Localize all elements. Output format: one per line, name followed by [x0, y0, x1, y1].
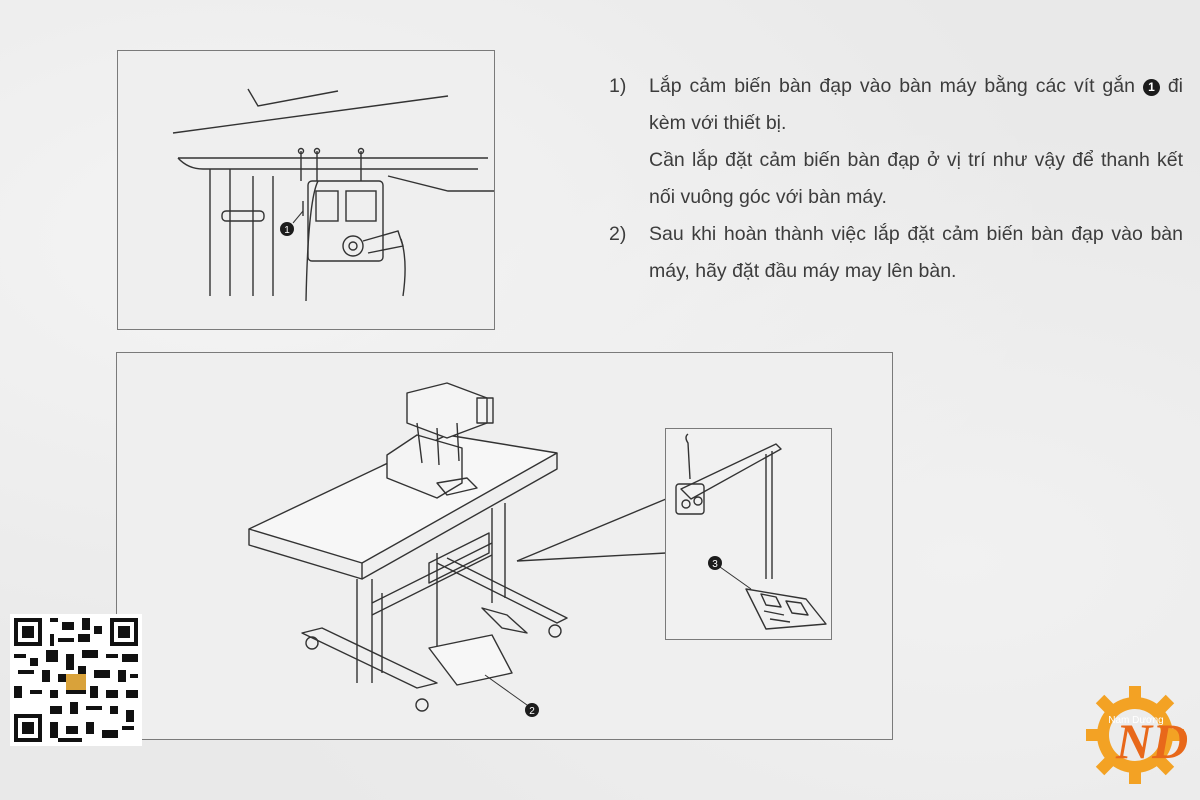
step-1-text-part-b: đi kèm với thiết bị.: [649, 75, 1184, 134]
callout-1-number: 1: [284, 225, 290, 236]
callout-1-badge: 1: [1142, 79, 1160, 96]
step-1-note: Cần lắp đặt cảm biến bàn đạp ở vị trí nh…: [649, 149, 1183, 208]
qr-code[interactable]: [10, 614, 142, 746]
step-2: 2) Sau khi hoàn thành việc lắp đặt cảm b…: [603, 216, 1183, 290]
figure-sensor-mounting: 1: [117, 50, 495, 330]
logo-brand-name: Nam Dương: [1108, 715, 1164, 726]
step-1-text-part-a: Lắp cảm biến bàn đạp vào bàn máy bằng cá…: [649, 75, 1135, 97]
callout-3-marker: 3: [708, 556, 752, 590]
callout-1-marker: 1: [280, 210, 304, 236]
callout-3-number: 3: [712, 559, 718, 570]
logo-letters: ND: [1115, 713, 1188, 769]
installation-instructions: 1) Lắp cảm biến bàn đạp vào bàn máy bằng…: [603, 68, 1183, 290]
brand-logo: ND Nam Dương: [1080, 680, 1190, 790]
pedal-detail-illustration: 3: [675, 433, 827, 630]
callout-2-marker: 2: [484, 674, 539, 717]
step-1: 1) Lắp cảm biến bàn đạp vào bàn máy bằng…: [603, 68, 1183, 216]
sewing-table-illustration: 2: [248, 382, 667, 717]
figure-pedal-detail: 3: [665, 428, 832, 640]
sensor-mounting-illustration: 1: [172, 88, 494, 302]
step-1-number: 1): [609, 75, 627, 97]
callout-2-number: 2: [529, 706, 535, 717]
step-2-number: 2): [609, 223, 627, 245]
step-2-text: Sau khi hoàn thành việc lắp đặt cảm biến…: [649, 223, 1183, 282]
qr-code-icon: [10, 614, 142, 746]
gear-logo-icon: ND: [1086, 686, 1188, 784]
step-1-text: Lắp cảm biến bàn đạp vào bàn máy bằng cá…: [649, 68, 1183, 216]
